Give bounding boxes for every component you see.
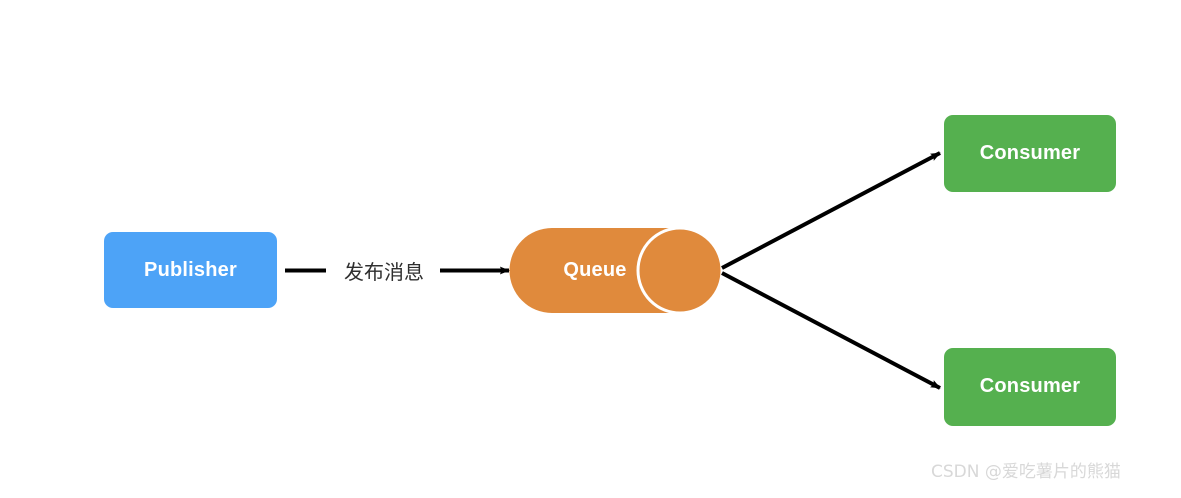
- watermark-text: CSDN @爱吃薯片的熊猫: [931, 462, 1121, 482]
- edge-queue-to-consumer-top: [721, 151, 941, 270]
- node-publisher[interactable]: [104, 232, 277, 308]
- node-queue[interactable]: [509, 226, 724, 315]
- queue-cylinder-cap: [636, 226, 724, 315]
- edge-label-publish-message: 发布消息: [344, 260, 424, 284]
- edge-queue-to-consumer-bottom: [721, 271, 941, 390]
- node-consumer-bottom[interactable]: [944, 348, 1116, 426]
- node-consumer-top[interactable]: [944, 115, 1116, 192]
